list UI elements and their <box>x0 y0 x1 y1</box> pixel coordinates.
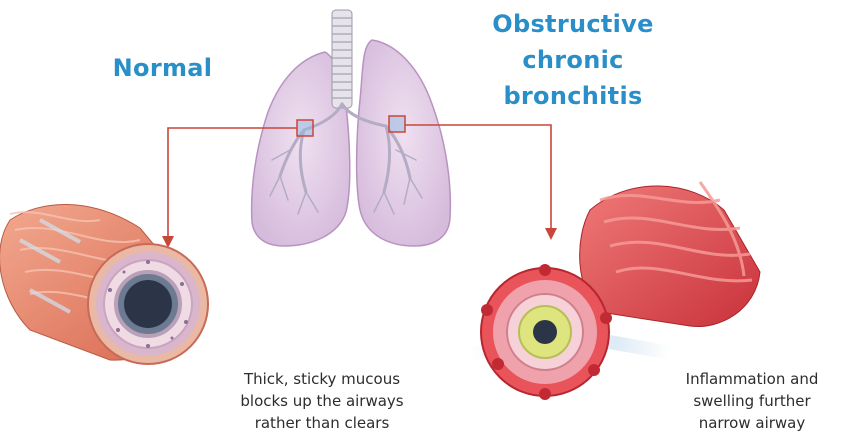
mucus-caption-line-1: Thick, sticky mucous <box>212 368 432 390</box>
inflammation-caption-line-2: swelling further <box>662 390 842 412</box>
normal-label: Normal <box>95 54 230 82</box>
inflammation-caption-line-1: Inflammation and <box>662 368 842 390</box>
mucus-caption-line-3: rather than clears <box>212 412 432 434</box>
obstructive-label-line-2: chronic <box>478 42 668 78</box>
normal-highlight-box <box>297 120 313 136</box>
inflammation-caption: Inflammation and swelling further narrow… <box>662 368 842 434</box>
bronchitis-highlight-box <box>389 116 405 132</box>
obstructive-bronchitis-label: Obstructive chronic bronchitis <box>478 6 668 114</box>
obstructive-label-line-1: Obstructive <box>478 6 668 42</box>
mucus-caption: Thick, sticky mucous blocks up the airwa… <box>212 368 432 434</box>
mucus-caption-line-2: blocks up the airways <box>212 390 432 412</box>
bronchitis-arrowhead <box>545 228 557 240</box>
right-lung <box>357 40 451 246</box>
obstructive-label-line-3: bronchitis <box>478 78 668 114</box>
trachea <box>332 10 352 108</box>
inflammation-caption-line-3: narrow airway <box>662 412 842 434</box>
normal-airway <box>0 204 208 364</box>
